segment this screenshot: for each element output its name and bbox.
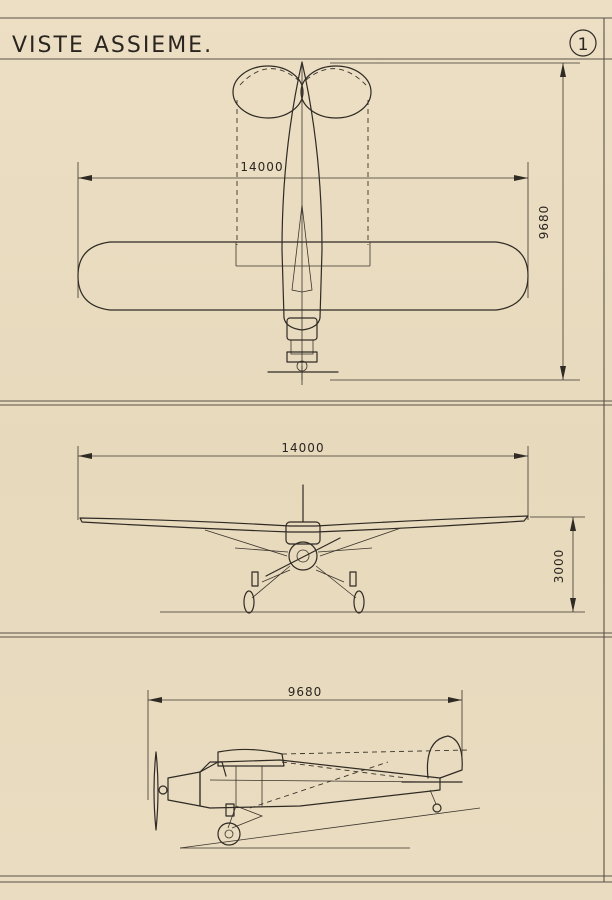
front-height-dimension: 3000	[552, 549, 566, 584]
sheet-frame	[0, 17, 612, 883]
side-view: 9680	[147, 685, 481, 849]
side-length-dimension: 9680	[288, 685, 323, 699]
top-view: 14000 9680	[77, 61, 580, 385]
drawing-title: VISTE ASSIEME.	[12, 33, 213, 58]
top-length-dimension: 9680	[537, 205, 551, 240]
top-span-dimension: 14000	[240, 160, 283, 174]
sheet-number: 1	[578, 35, 589, 55]
front-span-dimension: 14000	[281, 441, 324, 455]
sheet-number-circle	[569, 29, 597, 57]
front-view: 14000 3000	[77, 441, 585, 614]
